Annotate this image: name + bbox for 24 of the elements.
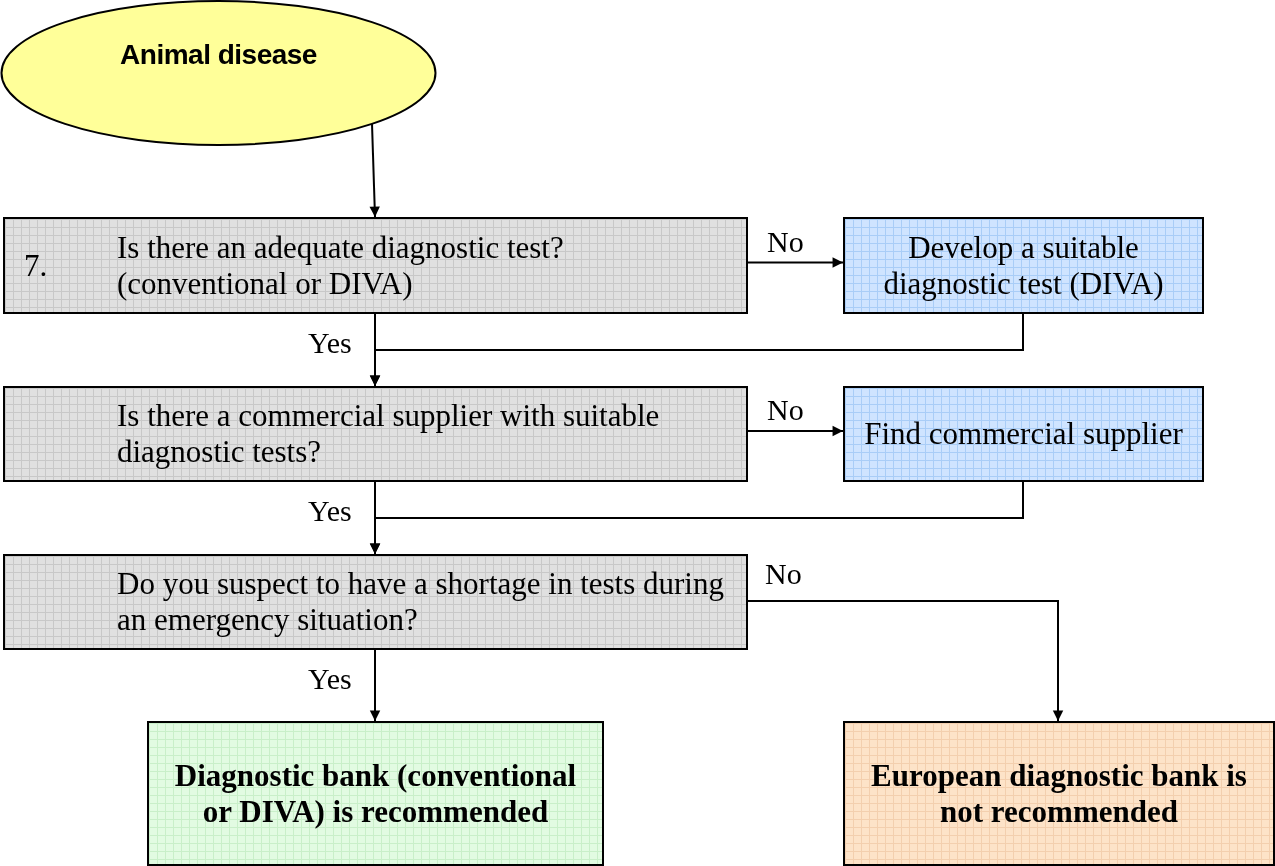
arrow — [369, 122, 380, 218]
step-number: 7. — [24, 247, 48, 284]
question-text: Is there an adequate diagnostic test? (conventional or DIVA) — [117, 229, 565, 302]
decision-box — [3, 386, 748, 482]
arrow — [369, 649, 381, 722]
outcome-box — [147, 721, 604, 866]
outcome-box — [843, 721, 1275, 866]
start-ellipse — [0, 0, 437, 146]
node-label: Develop a suitable diagnostic test (DIVA) — [882, 229, 1165, 302]
question-text: Is there a commercial supplier with suitable diagnostic tests? — [117, 398, 661, 470]
process-box — [843, 217, 1204, 314]
arrow — [747, 257, 844, 268]
arrow — [369, 481, 1024, 555]
node-label: European diagnostic bank is not recommended — [870, 757, 1248, 830]
arrow — [747, 425, 844, 437]
node-label: Animal disease — [120, 38, 317, 72]
node-label: Find commercial supplier — [863, 416, 1184, 452]
decision-box — [3, 217, 748, 314]
process-box — [843, 386, 1204, 482]
arrow — [747, 600, 1064, 722]
arrow — [369, 313, 1024, 387]
question-text: Do you suspect to have a shortage in tests during an emergency situation? — [117, 566, 725, 638]
decision-box — [3, 554, 748, 650]
node-label: Diagnostic bank (conventional or DIVA) is recommended — [173, 757, 578, 830]
